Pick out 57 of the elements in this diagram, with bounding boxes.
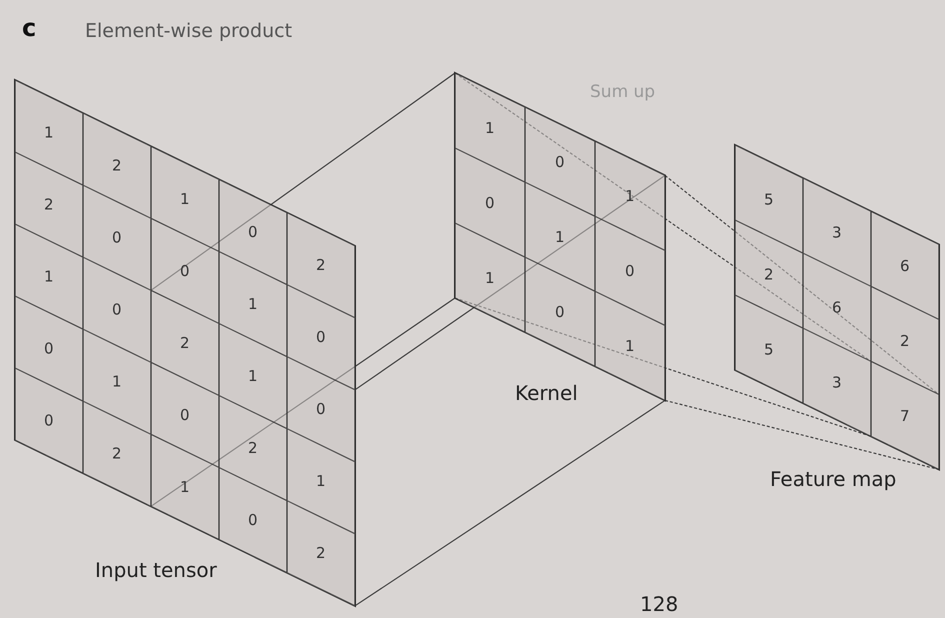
cell-value: 0	[485, 194, 495, 212]
cell-value: 6	[900, 256, 910, 274]
cell-value: 7	[900, 406, 910, 424]
cell-value: 0	[248, 511, 258, 530]
projection-line	[354, 174, 666, 390]
cell-value: 0	[555, 152, 565, 171]
cell-value: 2	[316, 544, 326, 562]
cell-value: 1	[485, 268, 495, 287]
panel-letter: c	[22, 14, 36, 42]
cell-value: 2	[112, 156, 122, 175]
cell-value: 3	[832, 223, 842, 242]
cell-value: 0	[248, 223, 258, 242]
step-label: Sum up	[590, 82, 656, 102]
cell-value: 2	[44, 196, 54, 214]
cell-value: 1	[248, 367, 258, 386]
cell-value: 0	[44, 412, 54, 430]
cell-value: 1	[180, 478, 190, 496]
projection-line	[354, 400, 666, 606]
cell-value: 2	[180, 334, 190, 352]
cell-value: 2	[764, 265, 774, 284]
cell-value: 1	[248, 295, 258, 314]
cell-value: 0	[625, 262, 635, 280]
grid-caption: Feature map	[770, 467, 896, 491]
step-label: Element-wise product	[85, 20, 292, 42]
cell-value: 1	[555, 228, 565, 246]
cell-value: 1	[485, 118, 495, 137]
cell-value: 2	[900, 331, 910, 350]
cell-value: 5	[764, 190, 774, 208]
projection-line	[664, 400, 940, 470]
cell-value: 0	[44, 340, 54, 358]
cell-value: 1	[44, 124, 54, 142]
grid-caption: Kernel	[515, 381, 578, 405]
projection-line	[454, 297, 872, 437]
cell-value: 5	[764, 340, 774, 358]
projection-line	[150, 72, 456, 291]
cell-value: 1	[112, 372, 122, 391]
cell-value: 1	[44, 268, 54, 286]
grid-caption: Input tensor	[95, 558, 217, 582]
cell-value: 3	[832, 373, 842, 392]
cell-value: 2	[248, 439, 258, 458]
cell-value: 1	[625, 336, 635, 355]
cell-value: 1	[316, 472, 326, 490]
cell-value: 0	[180, 406, 190, 424]
projection-line	[664, 175, 940, 395]
cell-value: 0	[112, 300, 122, 319]
cell-value: 0	[112, 228, 122, 247]
cell-value: 6	[832, 298, 842, 316]
cell-value: 0	[316, 328, 326, 346]
projection-line	[150, 298, 456, 507]
page-number: 128	[640, 592, 678, 616]
cell-value: 0	[180, 262, 190, 280]
cell-value: 1	[180, 190, 190, 208]
cell-value: 2	[316, 256, 326, 274]
cell-value: 1	[625, 186, 635, 205]
cell-value: 2	[112, 444, 122, 463]
cell-value: 0	[316, 400, 326, 418]
cell-value: 0	[555, 302, 565, 321]
